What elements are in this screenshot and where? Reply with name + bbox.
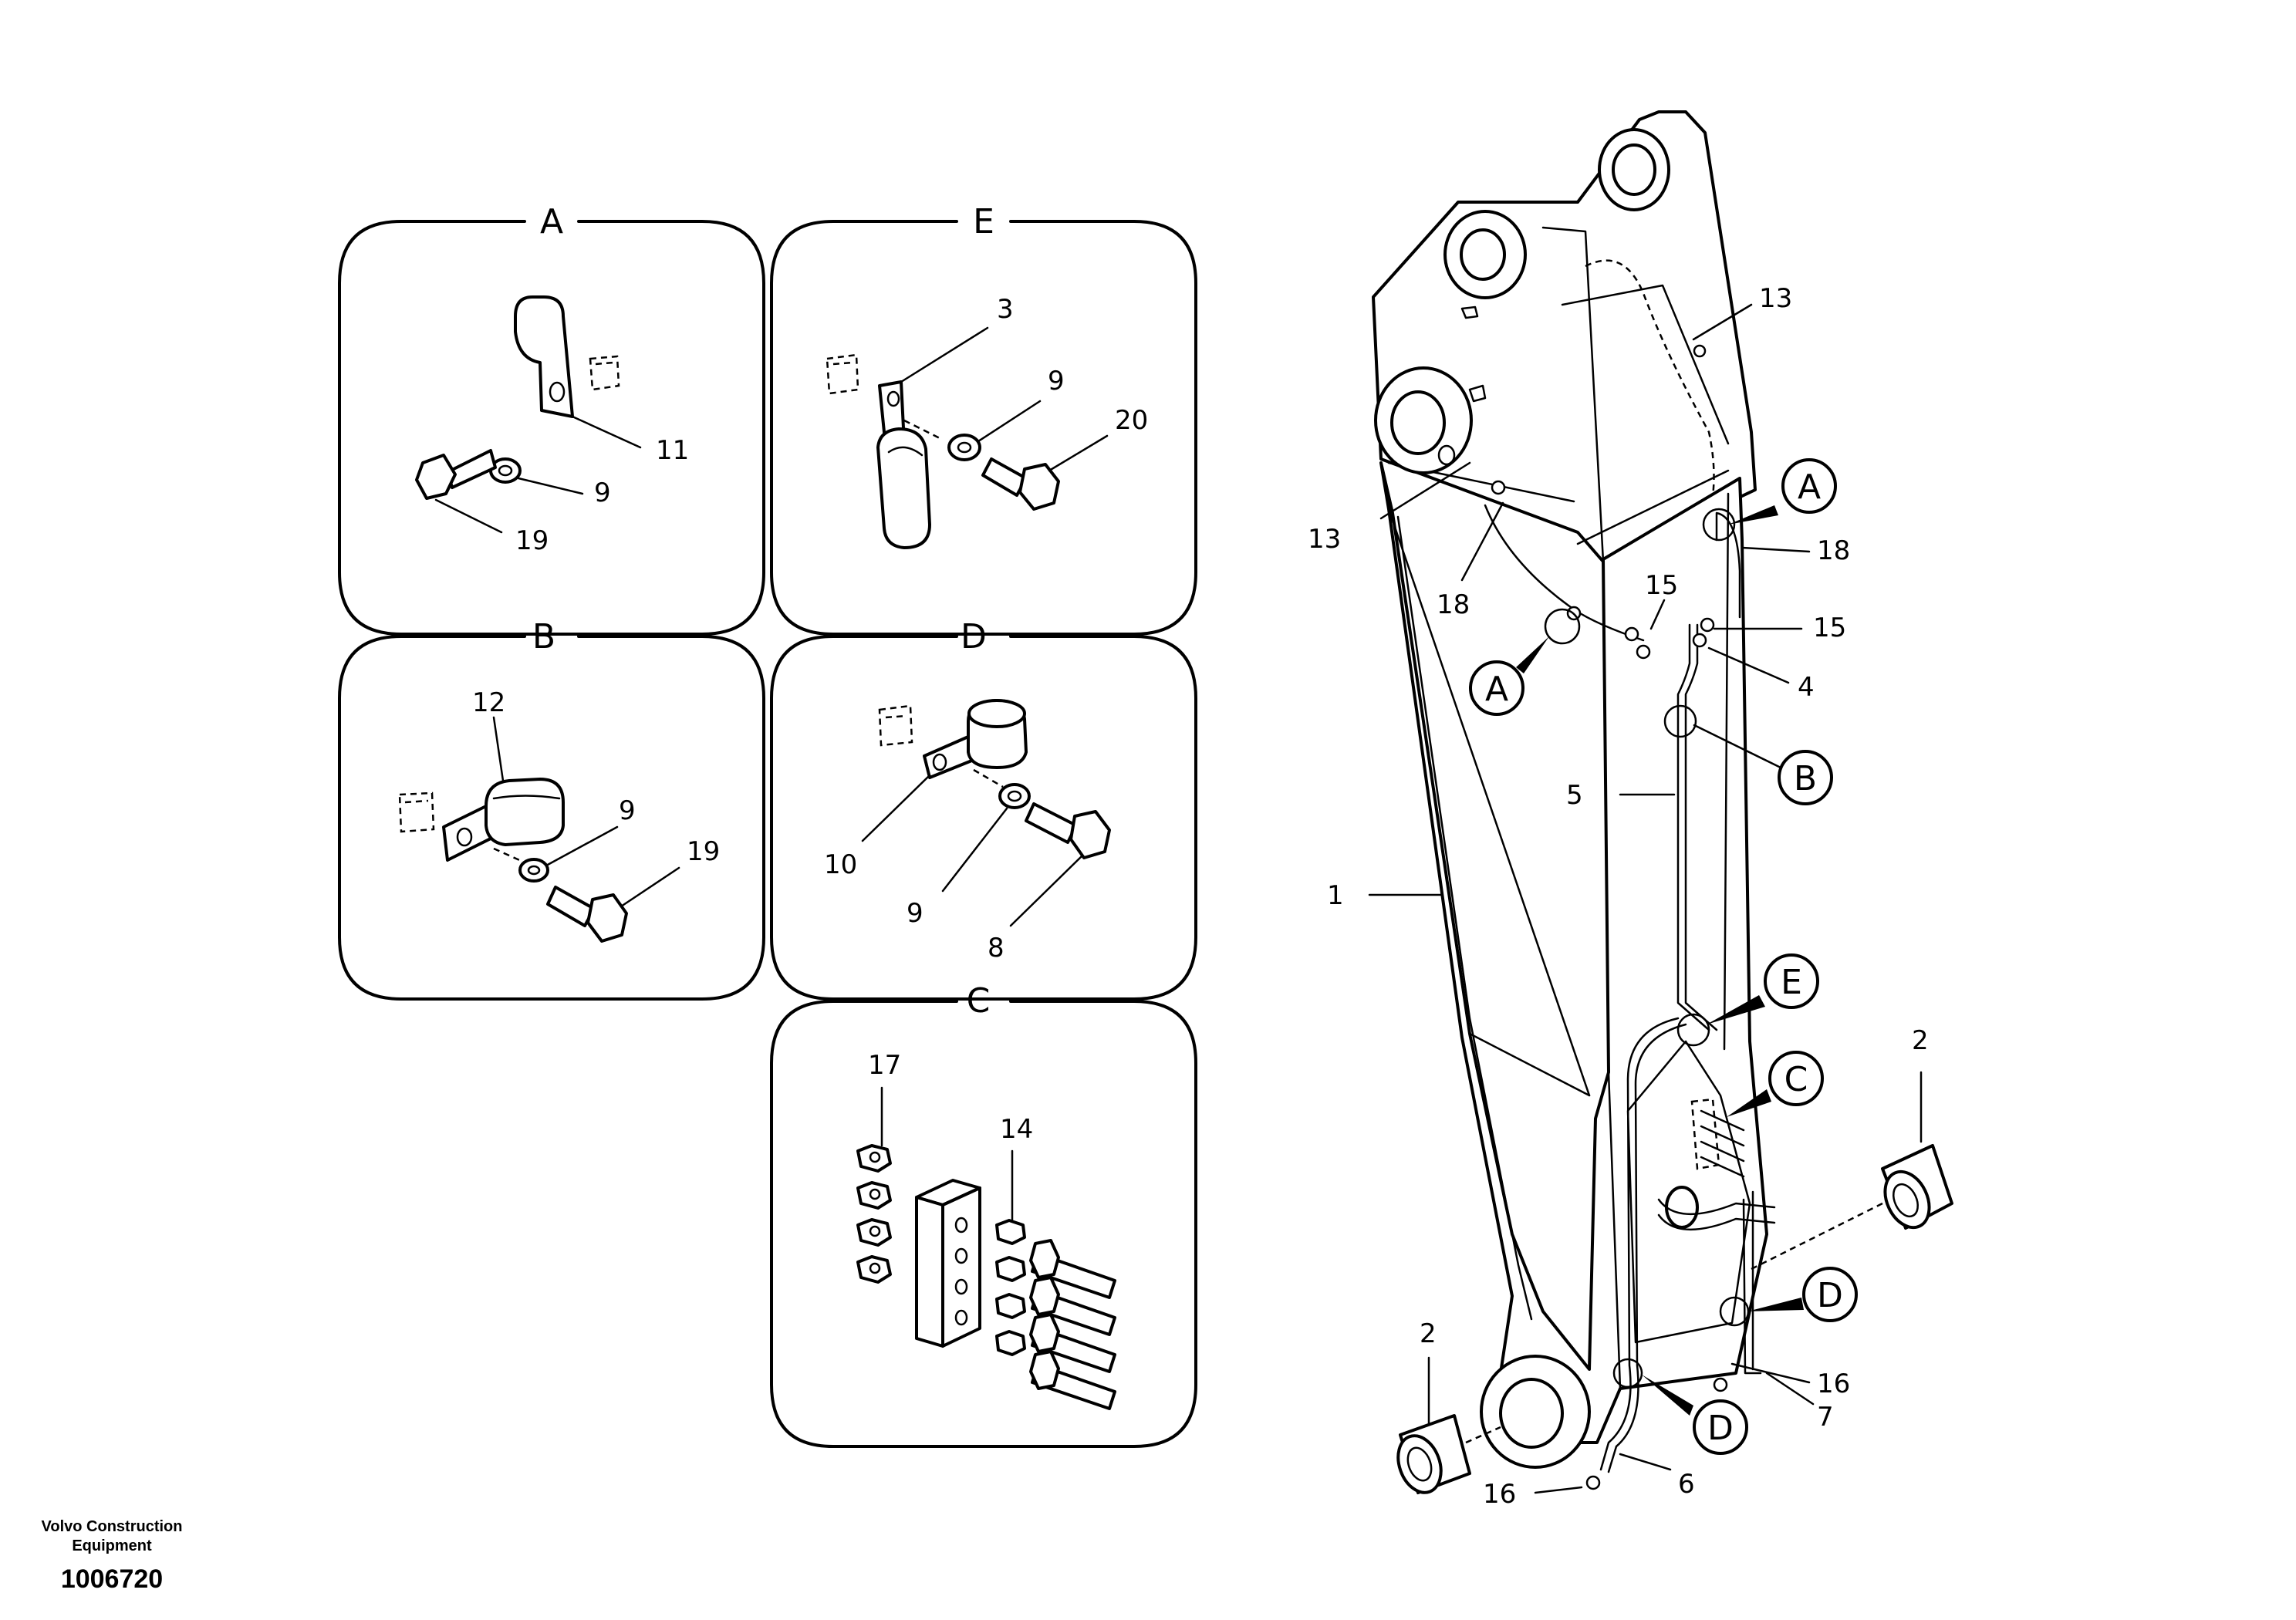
marker-d-lower: D [1642, 1375, 1748, 1455]
callout-10: 10 [824, 849, 857, 880]
left-pin [1443, 210, 1527, 299]
boom-callouts: 13 13 18 18 15 15 4 5 1 2 2 16 16 7 6 [1308, 283, 1929, 1510]
footer: Volvo Construction Equipment 1006720 [42, 1518, 183, 1594]
callout-16-left: 16 [1483, 1479, 1516, 1510]
upper-pin [1598, 128, 1670, 211]
svg-text:B: B [1794, 759, 1817, 798]
svg-text:A: A [1798, 467, 1821, 507]
marker-c: C [1727, 1051, 1824, 1117]
callout-1: 1 [1327, 880, 1344, 911]
bolt-part [546, 886, 628, 943]
svg-text:E: E [1781, 963, 1802, 1002]
panel-e-title: E [973, 202, 994, 241]
callout-9: 9 [594, 478, 611, 508]
lower-pin [1480, 1355, 1591, 1469]
callout-11: 11 [656, 435, 689, 466]
clip-part [514, 295, 620, 418]
callout-5: 5 [1566, 780, 1583, 811]
sleeve-left [1396, 1414, 1471, 1494]
svg-text:D: D [1707, 1409, 1734, 1448]
washer-part [998, 783, 1031, 809]
detail-panel-d: D 10 9 8 [770, 617, 1197, 1001]
svg-text:C: C [1784, 1060, 1808, 1099]
clamp-part [923, 699, 1028, 779]
svg-text:A: A [1485, 670, 1508, 709]
callout-6: 6 [1678, 1469, 1695, 1500]
callout-19: 19 [687, 836, 720, 867]
callout-8: 8 [988, 933, 1004, 964]
bolt-part [415, 449, 497, 500]
callout-2-left: 2 [1420, 1318, 1437, 1349]
marker-b: B [1693, 724, 1833, 805]
washer-part [947, 434, 981, 461]
callout-18-left: 18 [1437, 589, 1470, 620]
callout-4: 4 [1798, 672, 1815, 703]
marker-e: E [1707, 953, 1819, 1024]
brand-line-1: Volvo Construction [42, 1518, 183, 1535]
bolt-part [1025, 802, 1111, 859]
marker-a-right: A [1728, 458, 1837, 525]
callout-9: 9 [1048, 366, 1065, 397]
brand-line-2: Equipment [72, 1537, 152, 1554]
callout-13-left: 13 [1308, 524, 1341, 555]
callout-2-right: 2 [1912, 1025, 1929, 1056]
panel-a-title: A [540, 202, 563, 241]
detail-markers: A A B E C D D [1469, 458, 1858, 1455]
callout-18-right: 18 [1817, 535, 1850, 566]
marker-a-left: A [1469, 636, 1549, 716]
callout-3: 3 [997, 294, 1014, 325]
panel-d-title: D [961, 617, 987, 656]
callout-9: 9 [907, 898, 923, 929]
callout-16-right: 16 [1817, 1369, 1850, 1399]
callout-7: 7 [1817, 1402, 1834, 1433]
excavator-arm [1372, 110, 1776, 1490]
drawing-number: 1006720 [61, 1564, 163, 1594]
clip-part [876, 380, 931, 549]
svg-text:D: D [1817, 1276, 1843, 1315]
callout-15-right: 15 [1813, 613, 1846, 643]
panel-c-title: C [967, 981, 991, 1021]
washer-part [518, 858, 549, 883]
callout-15-left: 15 [1645, 570, 1678, 601]
callout-14: 14 [1000, 1114, 1033, 1145]
sleeve-right [1881, 1144, 1953, 1230]
detail-panel-e: E 3 9 20 [770, 202, 1197, 636]
hose-fittings [995, 1219, 1116, 1410]
detail-panel-c: C 17 [770, 981, 1197, 1448]
detail-panel-b: B 12 9 19 [338, 617, 765, 1001]
callout-17: 17 [868, 1050, 901, 1081]
marker-d-right: D [1747, 1267, 1858, 1322]
main-pin [1374, 366, 1473, 474]
callout-19: 19 [515, 525, 549, 556]
callout-12: 12 [472, 687, 505, 718]
clip-part [442, 778, 565, 862]
connector-block [915, 1179, 981, 1348]
bolt-part [981, 457, 1060, 511]
callout-20: 20 [1115, 405, 1148, 436]
detail-panel-a: A 11 9 19 [338, 202, 765, 636]
panel-b-title: B [532, 617, 555, 656]
nut-stack [856, 1144, 892, 1284]
callout-9: 9 [619, 795, 636, 826]
callout-13-top: 13 [1759, 283, 1792, 314]
